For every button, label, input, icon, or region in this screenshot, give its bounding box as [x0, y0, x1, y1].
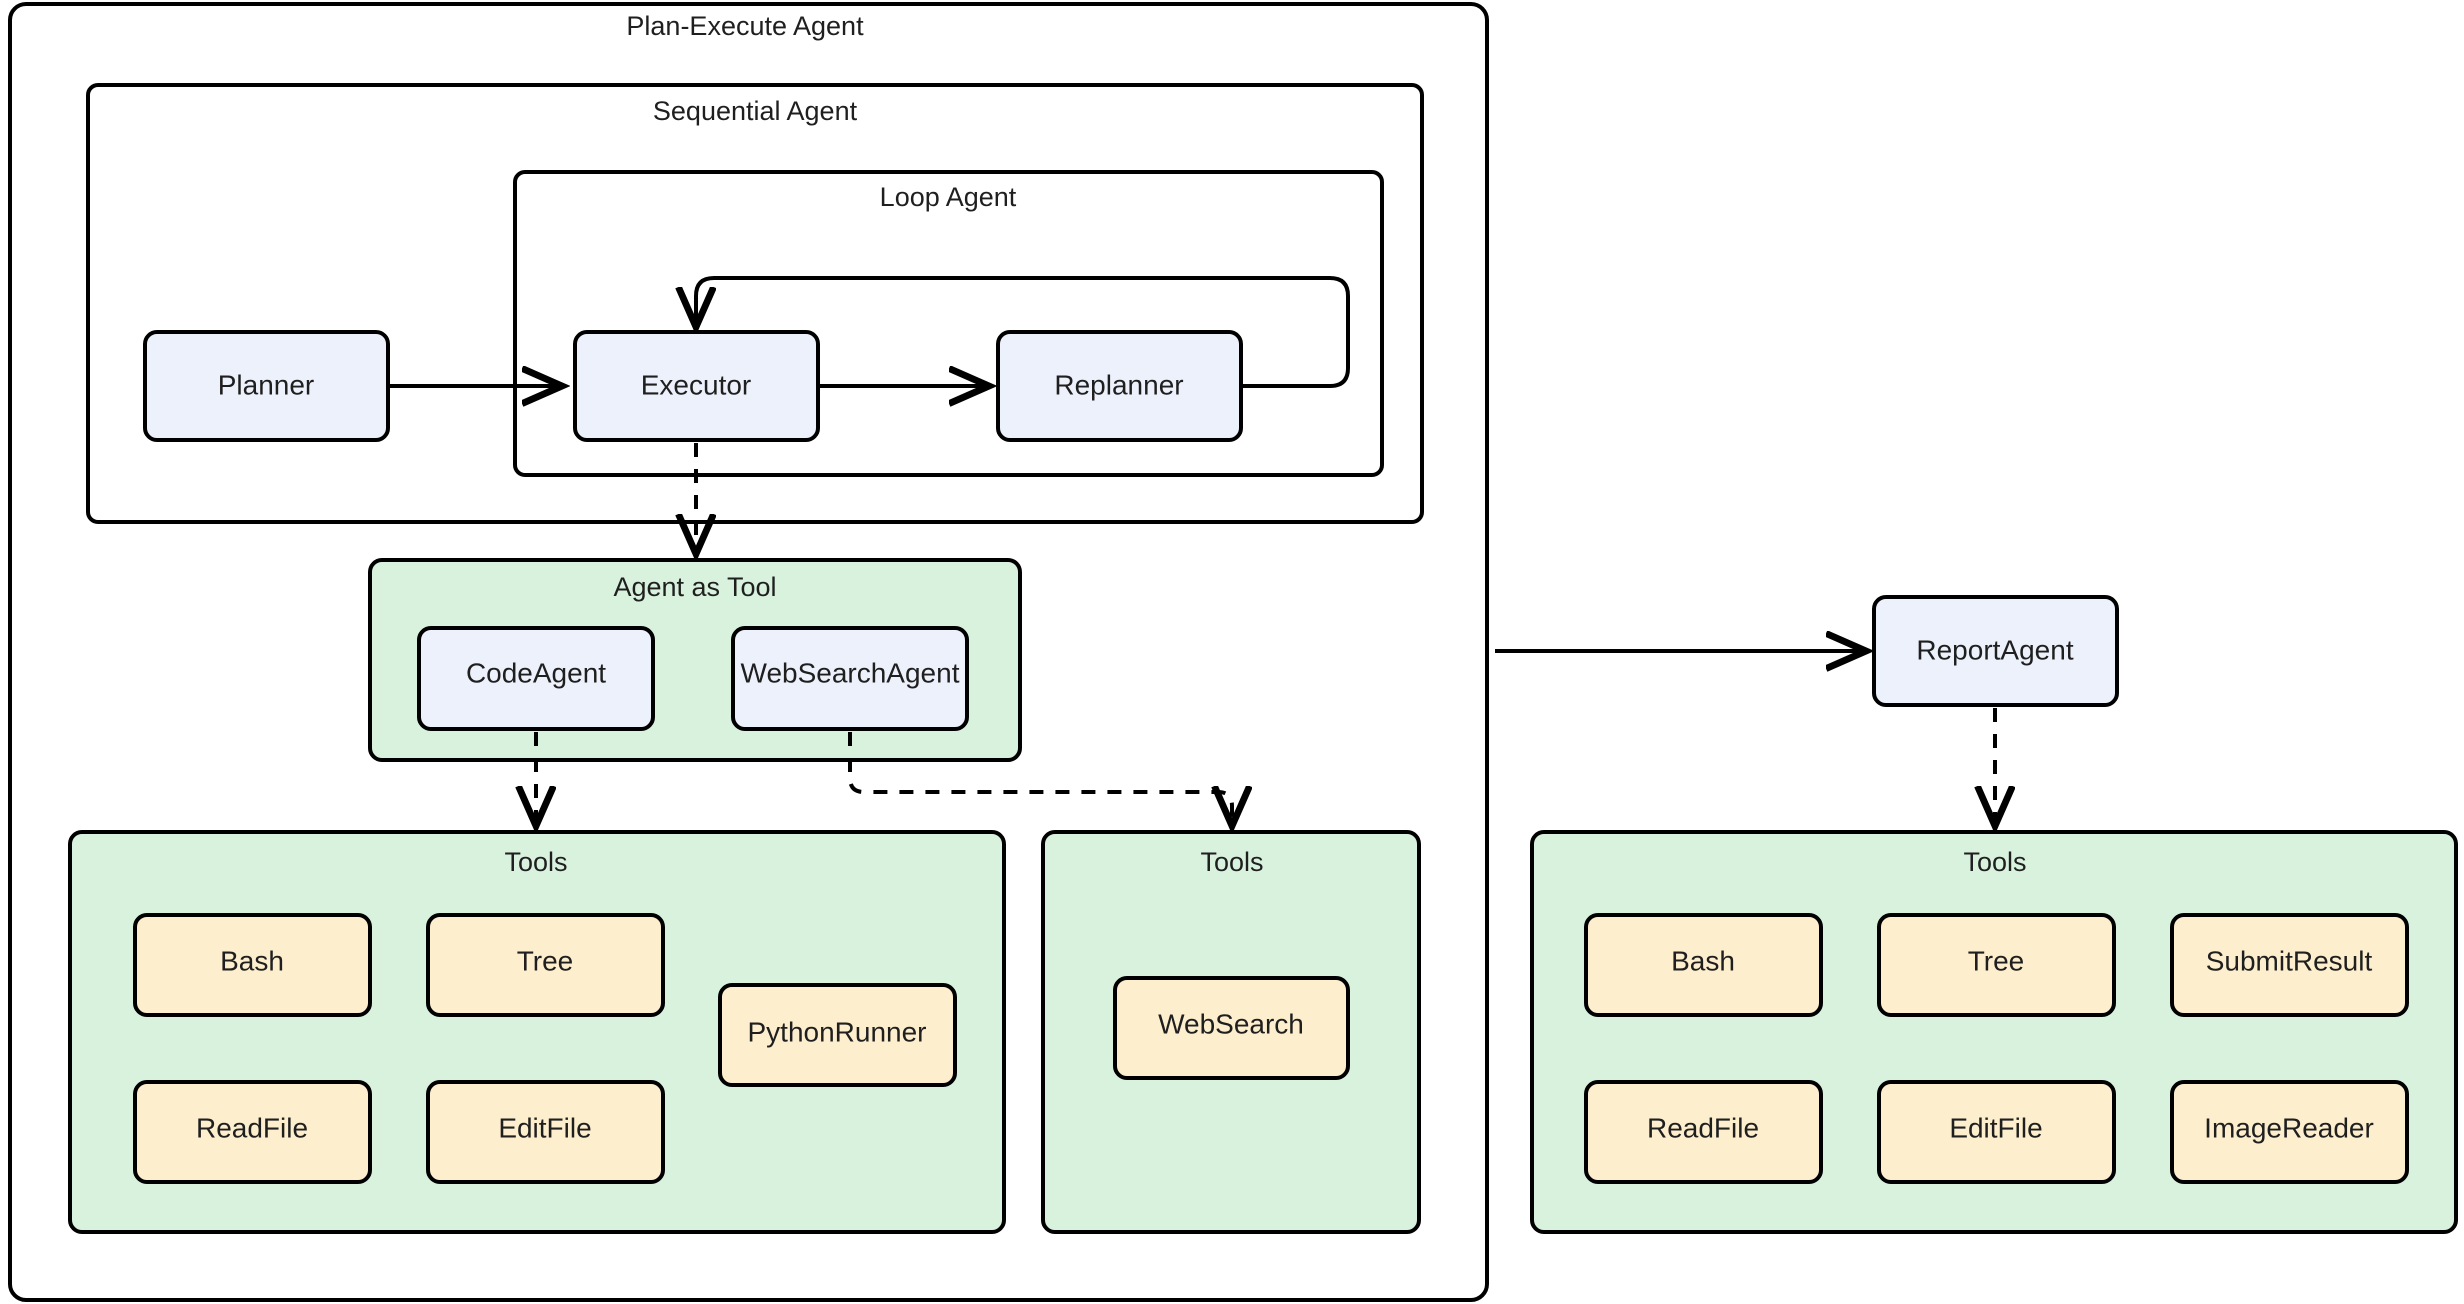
planner-box[interactable]: [143, 330, 390, 442]
tool-editfile-code-box[interactable]: [426, 1080, 665, 1184]
tool-editfile-code-label: EditFile: [498, 1112, 591, 1143]
tools-report-agent-label: Tools: [1963, 847, 2026, 877]
tool-readfile-code-label: ReadFile: [196, 1112, 308, 1143]
tool-tree-code-box[interactable]: [426, 913, 665, 1017]
tools-websearch-agent-label: Tools: [1200, 847, 1263, 877]
executor-label: Executor: [641, 369, 752, 400]
code-agent-label: CodeAgent: [466, 657, 606, 688]
planner-label: Planner: [218, 369, 315, 400]
tool-websearch[interactable]: WebSearch: [1113, 976, 1350, 1080]
tool-websearch-box[interactable]: [1113, 976, 1350, 1080]
agent-as-tool-label: Agent as Tool: [613, 572, 776, 602]
websearch-agent-box[interactable]: [731, 626, 969, 731]
tool-readfile-code[interactable]: ReadFile: [133, 1080, 372, 1184]
tool-imagereader-report-box[interactable]: [2170, 1080, 2409, 1184]
tool-pythonrunner-code[interactable]: PythonRunner: [718, 983, 957, 1087]
edge-websearch-agent-to-tools: [848, 732, 1232, 822]
node-executor[interactable]: Executor: [573, 330, 820, 442]
tool-readfile-code-box[interactable]: [133, 1080, 372, 1184]
tool-imagereader-report[interactable]: ImageReader: [2170, 1080, 2409, 1184]
replanner-label: Replanner: [1054, 369, 1183, 400]
tool-editfile-code[interactable]: EditFile: [426, 1080, 665, 1184]
tool-pythonrunner-code-label: PythonRunner: [747, 1016, 926, 1047]
tool-pythonrunner-code-box[interactable]: [718, 983, 957, 1087]
tool-bash-report[interactable]: Bash: [1584, 913, 1823, 1017]
tool-bash-report-box[interactable]: [1584, 913, 1823, 1017]
plan-execute-agent-label: Plan-Execute Agent: [626, 11, 864, 41]
tool-submitresult-report[interactable]: SubmitResult: [2170, 913, 2409, 1017]
websearch-agent-label: WebSearchAgent: [741, 657, 960, 688]
tool-submitresult-report-box[interactable]: [2170, 913, 2409, 1017]
node-planner[interactable]: Planner: [143, 330, 390, 442]
executor-box[interactable]: [573, 330, 820, 442]
tool-tree-report-label: Tree: [1968, 945, 2025, 976]
tool-readfile-report[interactable]: ReadFile: [1584, 1080, 1823, 1184]
tool-tree-report[interactable]: Tree: [1877, 913, 2116, 1017]
tool-tree-code[interactable]: Tree: [426, 913, 665, 1017]
replanner-box[interactable]: [996, 330, 1243, 442]
tool-submitresult-report-label: SubmitResult: [2206, 945, 2373, 976]
tool-readfile-report-box[interactable]: [1584, 1080, 1823, 1184]
code-agent-box[interactable]: [417, 626, 655, 731]
tool-editfile-report[interactable]: EditFile: [1877, 1080, 2116, 1184]
report-agent-label: ReportAgent: [1916, 634, 2073, 665]
node-code-agent[interactable]: CodeAgent: [417, 626, 655, 731]
tool-bash-code-box[interactable]: [133, 913, 372, 1017]
node-replanner[interactable]: Replanner: [996, 330, 1243, 442]
tool-imagereader-report-label: ImageReader: [2204, 1112, 2374, 1143]
tool-bash-code[interactable]: Bash: [133, 913, 372, 1017]
loop-agent-label: Loop Agent: [880, 182, 1017, 212]
tool-bash-report-label: Bash: [1671, 945, 1735, 976]
tool-tree-report-box[interactable]: [1877, 913, 2116, 1017]
sequential-agent-label: Sequential Agent: [653, 96, 858, 126]
tool-bash-code-label: Bash: [220, 945, 284, 976]
tool-editfile-report-label: EditFile: [1949, 1112, 2042, 1143]
tool-readfile-report-label: ReadFile: [1647, 1112, 1759, 1143]
tool-websearch-label: WebSearch: [1158, 1008, 1304, 1039]
node-report-agent[interactable]: ReportAgent: [1872, 595, 2119, 707]
edge-replanner-to-executor: [696, 276, 1350, 388]
tool-tree-code-label: Tree: [517, 945, 574, 976]
report-agent-box[interactable]: [1872, 595, 2119, 707]
node-websearch-agent[interactable]: WebSearchAgent: [731, 626, 969, 731]
tool-editfile-report-box[interactable]: [1877, 1080, 2116, 1184]
tools-code-agent-label: Tools: [504, 847, 567, 877]
